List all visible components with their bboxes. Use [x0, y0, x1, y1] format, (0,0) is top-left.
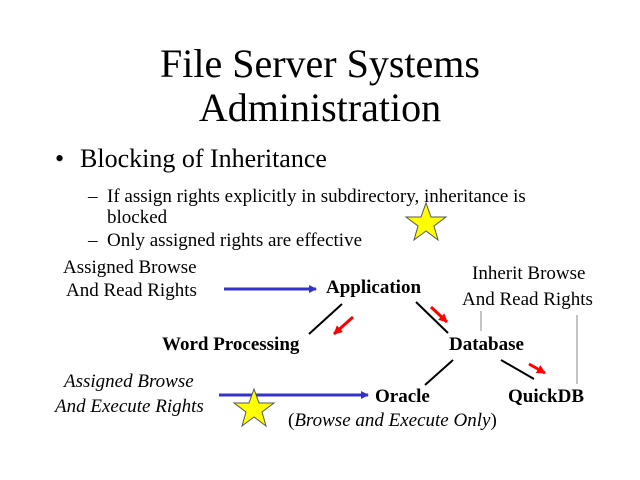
red-arrow-quickdb	[528, 362, 546, 375]
sub-bullet-1-line2: blocked	[107, 207, 168, 228]
assigned-exec-label-line1: Assigned Browse	[64, 371, 194, 392]
node-quickdb: QuickDB	[508, 386, 585, 407]
paren-close: )	[490, 410, 497, 431]
assigned-read-label-line1: Assigned Browse	[63, 257, 197, 278]
sub-dash-1: –	[88, 186, 98, 207]
line-db-quickdb	[500, 359, 535, 380]
oracle-note-text: Browse and Execute Only	[294, 410, 491, 431]
node-word-processing: Word Processing	[162, 334, 300, 355]
line-app-wp	[308, 303, 343, 335]
sub-bullet-1-line1: If assign rights explicitly in subdirect…	[107, 186, 526, 207]
line-db-oracle	[424, 359, 454, 386]
slide-title-line2: Administration	[198, 85, 442, 130]
oracle-note: (Browse and Execute Only)	[288, 410, 497, 431]
sub-bullet-2: Only assigned rights are effective	[107, 230, 363, 251]
assigned-exec-label-line2: And Execute Rights	[55, 396, 204, 417]
sub-dash-2: –	[88, 230, 98, 251]
slide-title-line1: File Server Systems	[160, 41, 480, 86]
star-icon	[232, 387, 276, 428]
bullet-mark: •	[55, 144, 65, 173]
red-arrow-wp	[332, 315, 355, 336]
inherit-label-line2: And Read Rights	[462, 289, 593, 310]
bullet-text: Blocking of Inheritance	[80, 144, 327, 173]
node-database: Database	[449, 334, 524, 355]
inherit-label-line1: Inherit Browse	[472, 263, 586, 284]
assigned-read-label-line2: And Read Rights	[66, 280, 197, 301]
star-icon	[404, 201, 448, 242]
node-oracle: Oracle	[375, 386, 430, 407]
line-app-db	[415, 301, 449, 334]
paren-open: (	[288, 410, 295, 431]
red-arrow-db	[429, 305, 449, 324]
node-application: Application	[326, 277, 422, 298]
